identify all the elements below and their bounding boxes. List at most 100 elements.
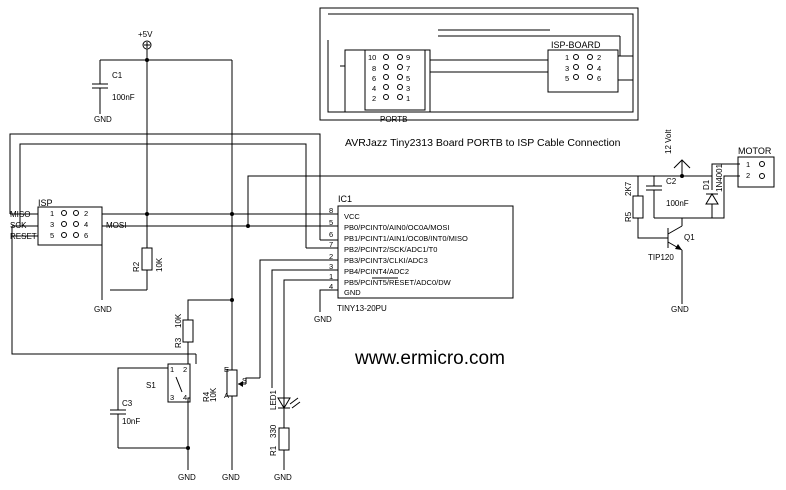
cable-diagram: 10 9 8 7 6 5 4 3 2 1 PORTB ISP-BOARD 1 2… bbox=[319, 7, 639, 124]
ic1-pin-name: PB4/PCINT4/ADC2 bbox=[344, 267, 409, 276]
gnd-label: GND bbox=[94, 305, 112, 314]
gnd-label: GND bbox=[314, 315, 332, 324]
portb-pin: 5 bbox=[406, 74, 410, 83]
led-section: LED1 R1 330 GND bbox=[269, 389, 301, 482]
motor-header-body bbox=[737, 156, 775, 188]
r5-label: R5 bbox=[624, 211, 633, 222]
r2-label: R2 bbox=[132, 261, 141, 272]
isp-pin: 1 bbox=[50, 209, 54, 218]
ic1-pin-num: 1 bbox=[329, 272, 333, 281]
cable-inner-loop bbox=[327, 13, 634, 113]
isp-board-pin: 5 bbox=[565, 74, 569, 83]
isp-board-pin: 4 bbox=[597, 64, 601, 73]
ic1-pin-num: 5 bbox=[329, 218, 333, 227]
r1-value: 330 bbox=[269, 424, 278, 438]
r3-resistor bbox=[182, 319, 194, 343]
ic1-ref: IC1 bbox=[338, 194, 352, 204]
diagram-title: AVRJazz Tiny2313 Board PORTB to ISP Cabl… bbox=[345, 137, 621, 149]
s1-switch-body bbox=[167, 363, 191, 403]
c3-label: C3 bbox=[122, 399, 133, 408]
portb-pin: 4 bbox=[372, 84, 376, 93]
cable-outer-loop bbox=[319, 7, 639, 121]
website-label: www.ermicro.com bbox=[354, 348, 505, 369]
r4-label: R4 bbox=[202, 391, 211, 402]
r1-label: R1 bbox=[269, 445, 278, 456]
gnd-label: GND bbox=[94, 115, 112, 124]
ic1-chip: IC1 8 VCC 5 PB0/PCINT0/AIN0/OC0A/MOSI 6 … bbox=[314, 194, 514, 324]
portb-pin: 1 bbox=[406, 94, 410, 103]
isp-board-pin-pads bbox=[573, 54, 593, 80]
ic1-body bbox=[337, 205, 514, 299]
ic1-pin-name: PB0/PCINT0/AIN0/OC0A/MOSI bbox=[344, 223, 449, 232]
led1-diode-icon bbox=[277, 397, 291, 409]
ic1-pin-num: 7 bbox=[329, 240, 333, 249]
gnd-label: GND bbox=[178, 473, 196, 482]
s1-pin: 4 bbox=[183, 393, 187, 402]
isp-header-body bbox=[37, 206, 103, 246]
portb-pin: 8 bbox=[372, 64, 376, 73]
d1-diode-icon bbox=[705, 193, 719, 205]
d1-label: D1 bbox=[702, 179, 711, 190]
motor-label: MOTOR bbox=[738, 146, 772, 156]
ic1-part: TINY13-20PU bbox=[337, 304, 387, 313]
wire-adc2 bbox=[271, 269, 325, 388]
isp-pin: 2 bbox=[84, 209, 88, 218]
s1-contact bbox=[175, 376, 183, 393]
r3-label: R3 bbox=[174, 337, 183, 348]
ic1-wiring bbox=[187, 175, 688, 398]
ic1-pin-name: PB5/PCINT5/RESET/ADC0/DW bbox=[344, 278, 452, 287]
isp-board-pin: 6 bbox=[597, 74, 601, 83]
portb-pin: 9 bbox=[406, 53, 410, 62]
isp-pin-pads bbox=[61, 210, 79, 238]
isp-board-pin: 3 bbox=[565, 64, 569, 73]
ic1-pin-num: 6 bbox=[329, 230, 333, 239]
q1-value: TIP120 bbox=[648, 253, 674, 262]
portb-pin: 3 bbox=[406, 84, 410, 93]
r4-value: 10K bbox=[209, 387, 218, 402]
isp-signal-miso: MISO bbox=[10, 210, 30, 219]
isp-pin: 3 bbox=[50, 220, 54, 229]
portb-header-body bbox=[364, 49, 426, 111]
isp-board-header-body bbox=[547, 49, 619, 93]
isp-board-pin: 1 bbox=[565, 53, 569, 62]
switch-section: R3 10K 1 2 3 4 S1 C3 10nF GND bbox=[110, 313, 197, 482]
motor-pin: 1 bbox=[746, 160, 750, 169]
portb-label: PORTB bbox=[380, 115, 407, 124]
vcc-label: +5V bbox=[138, 30, 153, 39]
ic1-pin-name: PB2/PCINT2/SCK/ADC1/T0 bbox=[344, 245, 437, 254]
r5-resistor bbox=[632, 195, 644, 219]
isp-pin: 5 bbox=[50, 231, 54, 240]
ic1-pin-name: PB3/PCINT3/CLKI/ADC3 bbox=[344, 256, 428, 265]
wire-to-q1 bbox=[247, 175, 688, 226]
c2-value: 100nF bbox=[666, 199, 689, 208]
ic1-pin-lines bbox=[325, 213, 338, 291]
r5-value: 2K7 bbox=[624, 181, 633, 196]
ic1-pin-name: VCC bbox=[344, 212, 360, 221]
ic1-pin-num: 4 bbox=[329, 282, 333, 291]
motor-supply-label: 12 Volt bbox=[664, 129, 673, 154]
wire-adc3 bbox=[259, 259, 306, 378]
wire-loop bbox=[11, 226, 196, 355]
motor-driver-section: 12 Volt C2 100nF D1 1N4001 MOTOR 1 2 R5 … bbox=[624, 129, 775, 314]
wire-sck bbox=[19, 143, 307, 248]
ic1-pin-name: PB1/PCINT1/AIN1/OC0B/INT0/MISO bbox=[344, 234, 468, 243]
pot-pin-s: S bbox=[242, 376, 247, 385]
pot-pin-a: A bbox=[224, 391, 229, 400]
wire-led bbox=[283, 279, 325, 398]
gnd-label: GND bbox=[222, 473, 240, 482]
isp-signal-reset: RESET bbox=[10, 232, 37, 241]
isp-signal-sck: SCK bbox=[10, 221, 27, 230]
led1-label: LED1 bbox=[269, 389, 278, 410]
motor-pin: 2 bbox=[746, 171, 750, 180]
ic1-pin-num: 2 bbox=[329, 252, 333, 261]
power-supply-section: +5V C1 100nF GND bbox=[92, 30, 233, 300]
isp-board-label: ISP-BOARD bbox=[551, 40, 601, 50]
gnd-label: GND bbox=[671, 305, 689, 314]
r2-resistor: R2 10K bbox=[110, 247, 164, 291]
pot-pin-e: E bbox=[224, 365, 229, 374]
c1-value: 100nF bbox=[112, 93, 135, 102]
c3-value: 10nF bbox=[122, 417, 140, 426]
r3-value: 10K bbox=[174, 313, 183, 328]
s1-pin: 1 bbox=[170, 365, 174, 374]
